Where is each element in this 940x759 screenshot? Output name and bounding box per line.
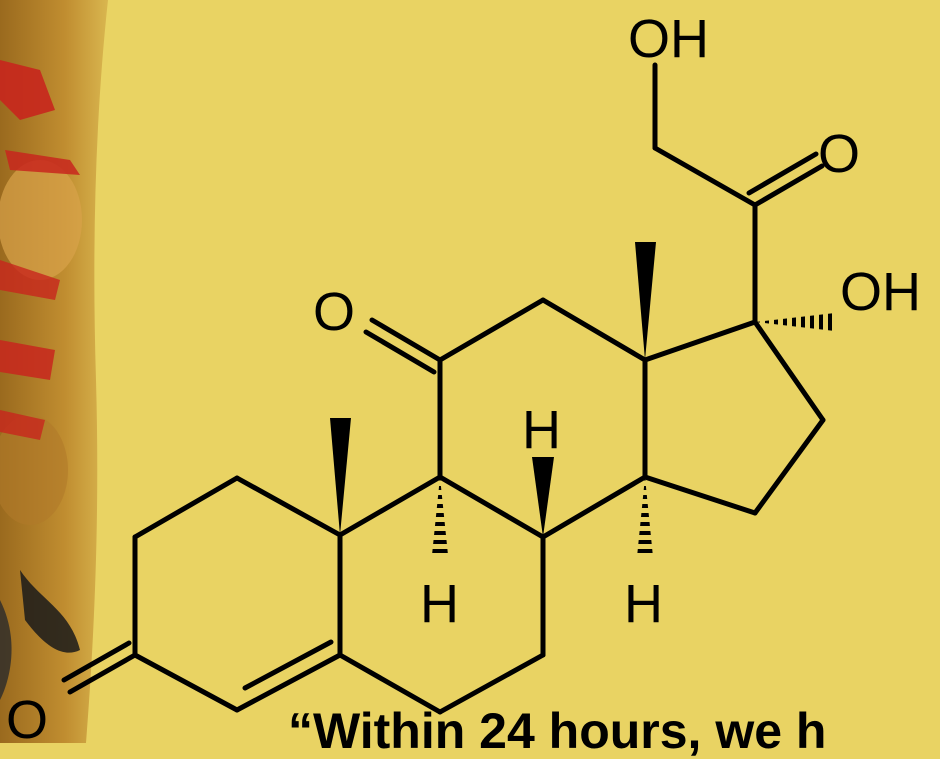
atom-label-h-c9: H — [420, 574, 459, 634]
atom-label-oh-top: OH — [628, 9, 709, 69]
atom-label-oh-c17: OH — [840, 262, 921, 322]
hashed-bonds — [432, 313, 835, 557]
atom-label-o-c20: O — [818, 124, 860, 184]
atom-label-h-c14: H — [624, 574, 663, 634]
decorative-background-strip — [0, 0, 108, 743]
quote-caption: “Within 24 hours, we h — [288, 703, 827, 759]
atom-labels: OH O O OH H H H O — [6, 9, 921, 743]
steroid-structure-diagram: OH O O OH H H H O — [6, 9, 921, 743]
atom-label-o-c11: O — [313, 282, 355, 342]
atom-label-o-c3: O — [6, 690, 48, 743]
bond-lines — [61, 62, 826, 715]
atom-label-h-c8: H — [522, 400, 561, 460]
wedge-bonds — [330, 242, 656, 537]
